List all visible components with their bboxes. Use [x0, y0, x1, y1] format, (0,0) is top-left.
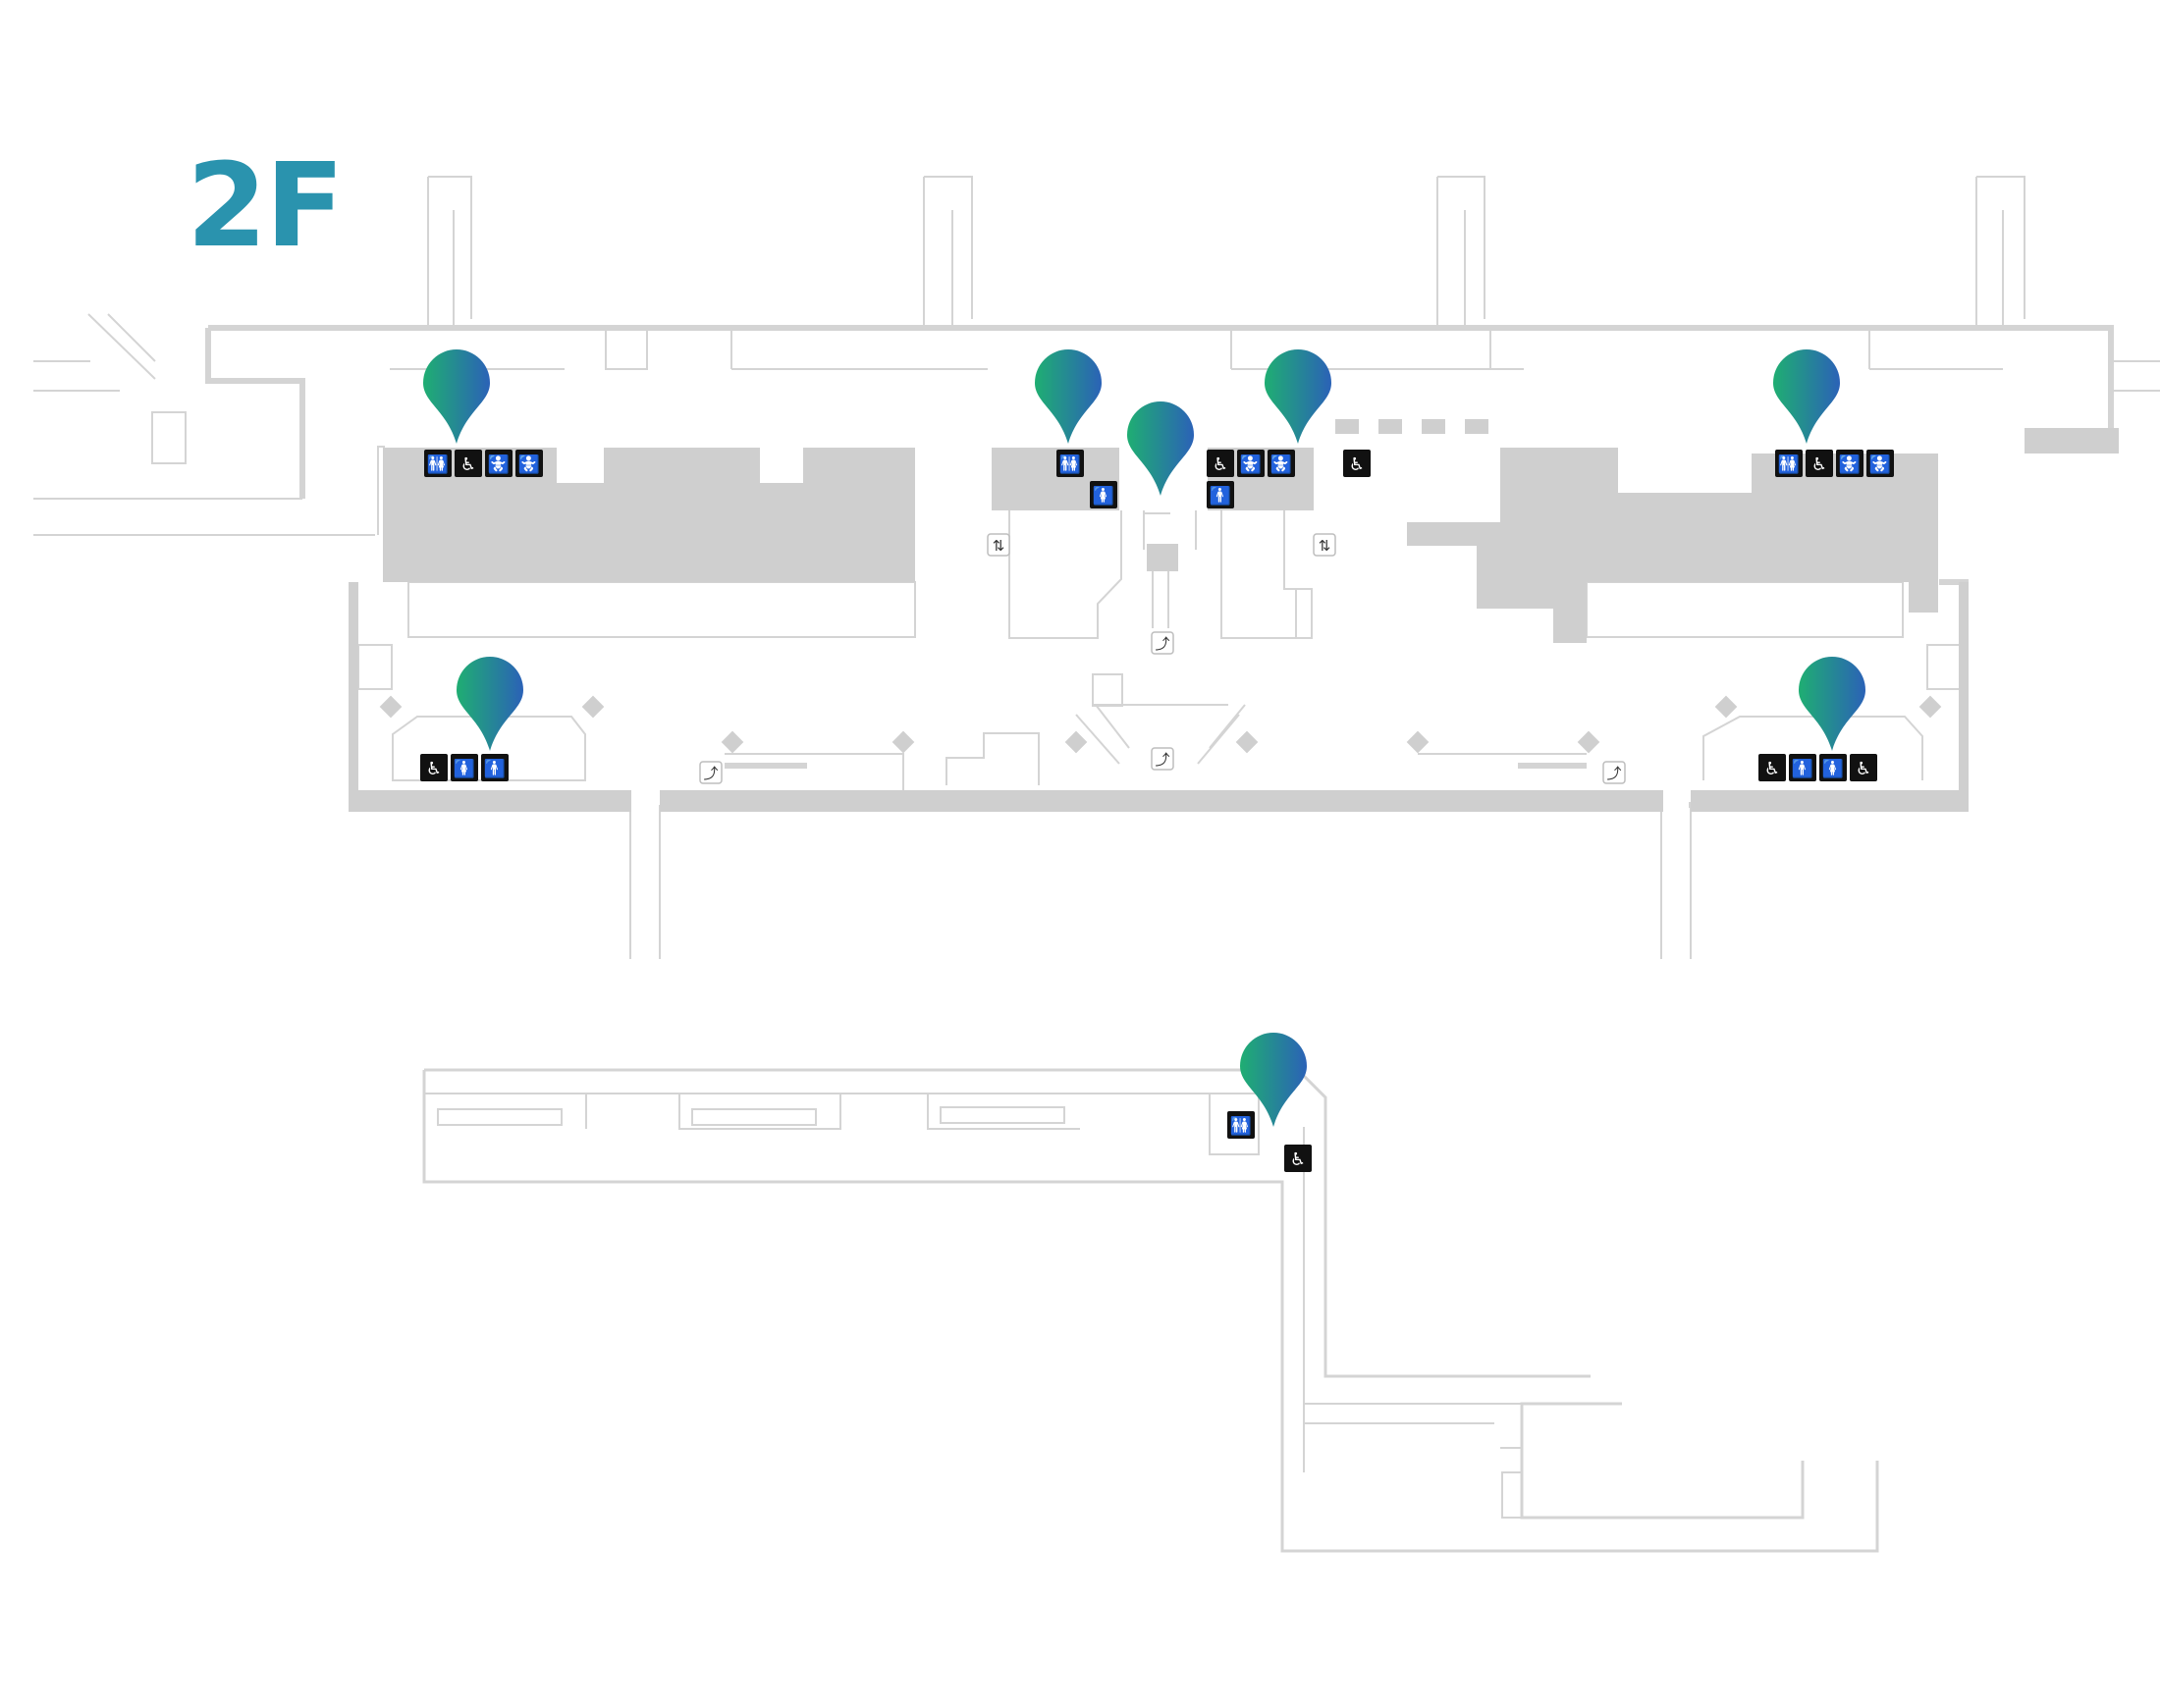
- svg-text:🚼: 🚼: [1869, 454, 1891, 475]
- rooms: [349, 419, 2119, 812]
- accessible-icon: ♿: [420, 754, 448, 781]
- svg-text:⤴: ⤴: [1155, 751, 1169, 769]
- baby-care-icon: 🚼: [485, 450, 513, 477]
- escalator-icon: ⤴: [1602, 761, 1626, 784]
- map-pin[interactable]: [1773, 349, 1840, 444]
- accessible-icon: ♿: [455, 450, 482, 477]
- map-pin[interactable]: [1127, 401, 1194, 496]
- svg-text:🚻: 🚻: [1059, 454, 1081, 475]
- svg-text:⤴: ⤴: [1155, 635, 1169, 653]
- baby-care-icon: 🚼: [1866, 450, 1894, 477]
- floor-label: 2F: [187, 137, 345, 273]
- svg-text:🚺: 🚺: [1093, 485, 1114, 507]
- svg-text:⇅: ⇅: [993, 537, 1005, 555]
- escalator-icon: ⤴: [1151, 747, 1174, 771]
- marker-center-left[interactable]: 🚻🚺: [1035, 349, 1117, 508]
- svg-text:🚺: 🚺: [1822, 758, 1844, 779]
- map-pin[interactable]: [1799, 657, 1865, 751]
- svg-text:🚻: 🚻: [1778, 454, 1800, 475]
- svg-text:🚼: 🚼: [488, 454, 510, 475]
- escalator-icon: ⤴: [699, 761, 723, 784]
- restroom-icon: 🚻: [1227, 1111, 1255, 1139]
- female-icon: 🚺: [451, 754, 478, 781]
- svg-text:🚼: 🚼: [1270, 454, 1292, 475]
- svg-text:♿: ♿: [1856, 759, 1871, 779]
- map-pin[interactable]: [1035, 349, 1102, 444]
- svg-text:🚼: 🚼: [518, 454, 540, 475]
- baby-care-icon: 🚼: [1268, 450, 1295, 477]
- restroom-icon: 🚻: [1056, 450, 1084, 477]
- map-pin[interactable]: [457, 657, 523, 751]
- map-pin[interactable]: [1240, 1033, 1307, 1127]
- svg-text:♿: ♿: [460, 454, 476, 475]
- marker-west-lower[interactable]: ♿ 🚺 🚹: [420, 657, 523, 781]
- map-pin[interactable]: [1265, 349, 1331, 444]
- elevator-icon: ⇅: [987, 533, 1010, 557]
- svg-text:♿: ♿: [1213, 454, 1228, 475]
- svg-text:♿: ♿: [1349, 454, 1365, 475]
- svg-text:⤴: ⤴: [1606, 765, 1621, 782]
- accessible-icon: ♿: [1806, 450, 1833, 477]
- accessible-icon: ♿: [1850, 754, 1877, 781]
- svg-text:🚼: 🚼: [1240, 454, 1262, 475]
- accessible-icon: ♿: [1758, 754, 1786, 781]
- marker-west-upper[interactable]: 🚻 ♿ 🚼 🚼: [423, 349, 543, 477]
- svg-text:♿: ♿: [1290, 1149, 1306, 1170]
- svg-text:🚺: 🚺: [454, 758, 475, 779]
- baby-care-icon: 🚼: [1237, 450, 1265, 477]
- accessible-icon: ♿: [1343, 450, 1371, 477]
- female-icon: 🚺: [1090, 481, 1117, 508]
- baby-care-icon: 🚼: [1836, 450, 1863, 477]
- marker-center-right[interactable]: ♿ 🚼 🚼 ♿ 🚹: [1207, 349, 1371, 508]
- svg-text:⤴: ⤴: [703, 765, 718, 782]
- svg-text:♿: ♿: [426, 759, 442, 779]
- marker-center[interactable]: [1127, 401, 1194, 496]
- baby-care-icon: 🚼: [515, 450, 543, 477]
- accessible-icon: ♿: [1284, 1145, 1312, 1172]
- svg-text:🚹: 🚹: [484, 758, 506, 779]
- female-icon: 🚺: [1819, 754, 1847, 781]
- escalator-icon: ⤴: [1151, 631, 1174, 655]
- marker-south[interactable]: 🚻♿: [1227, 1033, 1312, 1172]
- svg-text:🚻: 🚻: [1230, 1115, 1252, 1137]
- svg-text:🚹: 🚹: [1210, 485, 1231, 507]
- svg-text:🚼: 🚼: [1839, 454, 1861, 475]
- map-pin[interactable]: [423, 349, 490, 444]
- restroom-icon: 🚻: [424, 450, 452, 477]
- male-icon: 🚹: [1789, 754, 1816, 781]
- facility-markers: 🚻♿🚼🚼🚻🚺♿🚼🚼♿🚹🚻♿🚼🚼♿🚺🚹♿🚹🚺♿🚻♿: [420, 349, 1894, 1172]
- svg-text:🚹: 🚹: [1792, 758, 1813, 779]
- svg-text:⇅: ⇅: [1319, 537, 1331, 555]
- elevator-icon: ⇅: [1313, 533, 1336, 557]
- pillars: [379, 695, 1942, 754]
- svg-text:🚻: 🚻: [427, 454, 449, 475]
- svg-text:♿: ♿: [1764, 759, 1780, 779]
- transport-facilities: ⇅ ⇅ ⤴ ⤴ ⤴ ⤴: [699, 533, 1626, 784]
- accessible-icon: ♿: [1207, 450, 1234, 477]
- marker-east-lower[interactable]: ♿ 🚹 🚺 ♿: [1758, 657, 1877, 781]
- restroom-icon: 🚻: [1775, 450, 1803, 477]
- marker-east-upper[interactable]: 🚻 ♿ 🚼 🚼: [1773, 349, 1894, 477]
- male-icon: 🚹: [481, 754, 509, 781]
- male-icon: 🚹: [1207, 481, 1234, 508]
- svg-text:♿: ♿: [1811, 454, 1827, 475]
